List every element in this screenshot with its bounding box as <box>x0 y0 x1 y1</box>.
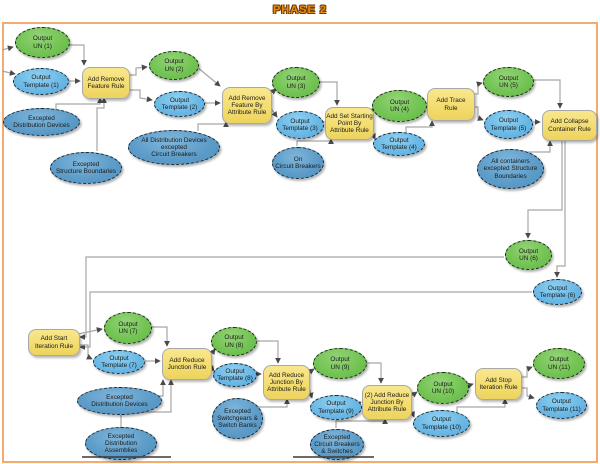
diagram-title: PHASE 2 <box>272 4 328 16</box>
node-label-output-un-9: Output UN (9) <box>330 356 350 371</box>
node-input-excepted-distribution-devices-2[interactable]: Excepted Distribution Devices <box>77 387 162 415</box>
node-input-excepted-switchgears[interactable]: Excepted Switchgears & Switch Banks <box>212 398 263 439</box>
node-label-rule-add-reduce-junction-by-attribute-2: (2) Add Reduce Junction By Attribute Rul… <box>364 391 410 414</box>
node-label-output-template-10: Output Template (10) <box>421 416 462 431</box>
node-rule-add-start-iteration[interactable]: Add Start Iteration Rule <box>28 329 80 356</box>
node-rule-add-remove-feature-by-attribute[interactable]: Add Remove Feature By Attribute Rule <box>222 87 272 124</box>
node-rule-add-remove-feature[interactable]: Add Remove Feature Rule <box>82 67 130 99</box>
node-output-template-11[interactable]: Output Template (11) <box>536 392 587 419</box>
node-label-input-excepted-structure-boundaries: Excepted Structure Boundaries <box>55 160 117 175</box>
node-output-un-11[interactable]: Output UN (11) <box>533 348 585 379</box>
node-rule-add-stop-iteration[interactable]: Add Stop Iteration Rule <box>475 368 522 400</box>
node-label-input-excepted-distribution-devices-1: Excepted Distribution Devices <box>13 114 70 129</box>
node-label-output-un-10: Output UN (10) <box>431 380 455 395</box>
node-output-template-1[interactable]: Output Template (1) <box>13 68 69 95</box>
node-label-rule-add-trace: Add Trace Rule <box>436 97 466 112</box>
node-label-output-un-7: Output UN (7) <box>118 320 138 335</box>
canvas-border <box>2 22 598 463</box>
node-output-template-10[interactable]: Output Template (10) <box>413 410 470 437</box>
node-rule-add-set-starting-point[interactable]: Add Set Starting Point By Attribute Rule <box>325 107 374 140</box>
node-label-output-template-8: Output Template (8) <box>217 367 253 382</box>
node-label-input-excepted-switchgears: Excepted Switchgears & Switch Banks <box>217 407 258 430</box>
node-label-output-un-8: Output UN (8) <box>224 334 244 349</box>
node-input-excepted-distribution-assemblies[interactable]: Excepted Distribution Assemblies <box>85 427 157 460</box>
node-output-un-7[interactable]: Output UN (7) <box>104 312 152 344</box>
node-label-output-un-1: Output UN (1) <box>32 35 53 50</box>
node-label-output-template-11: Output Template (11) <box>542 398 581 413</box>
node-output-un-2[interactable]: Output UN (2) <box>149 51 199 80</box>
node-output-un-4[interactable]: Output UN (4) <box>372 90 427 122</box>
node-output-un-1[interactable]: Output UN (1) <box>15 27 70 58</box>
node-label-rule-add-stop-iteration: Add Stop Iteration Rule <box>479 376 518 391</box>
node-output-template-9[interactable]: Output Template (9) <box>310 395 362 420</box>
node-output-template-6[interactable]: Output Template (6) <box>533 279 582 305</box>
node-label-output-template-3: Output Template (3) <box>282 117 318 132</box>
node-input-excepted-circuit-breakers[interactable]: Excepted Circuit Breakers & Switches <box>310 429 364 460</box>
node-label-input-excepted-circuit-breakers: Excepted Circuit Breakers & Switches <box>314 433 360 456</box>
node-output-un-5[interactable]: Output UN (5) <box>483 67 534 97</box>
node-label-rule-add-remove-feature-by-attribute: Add Remove Feature By Attribute Rule <box>227 94 267 117</box>
node-label-output-template-4: Output Template (4) <box>381 136 417 151</box>
node-output-un-6[interactable]: Output UN (6) <box>505 240 552 270</box>
node-input-excepted-distribution-devices-1[interactable]: Excepted Distribution Devices <box>3 108 80 136</box>
node-label-output-template-1: Output Template (1) <box>23 74 59 89</box>
node-output-un-8[interactable]: Output UN (8) <box>211 327 257 356</box>
node-input-on-circuit-breakers[interactable]: On Circuit Breakers <box>272 147 324 179</box>
node-output-template-2[interactable]: Output Template (2) <box>154 91 205 117</box>
node-label-output-template-9: Output Template (9) <box>318 400 354 415</box>
node-label-output-un-4: Output UN (4) <box>389 98 410 113</box>
node-label-output-un-5: Output UN (5) <box>498 74 519 89</box>
node-output-un-9[interactable]: Output UN (9) <box>313 348 367 379</box>
node-label-input-excepted-distribution-assemblies: Excepted Distribution Assemblies <box>104 432 138 455</box>
node-label-rule-add-reduce-junction: Add Reduce Junction Rule <box>167 356 207 371</box>
node-label-output-template-6: Output Template (6) <box>539 284 576 299</box>
node-input-all-containers[interactable]: All containers excepted Structure Bounda… <box>477 149 544 189</box>
node-output-template-7[interactable]: Output Template (7) <box>93 350 145 374</box>
node-label-output-un-11: Output UN (11) <box>548 356 570 371</box>
node-rule-add-reduce-junction[interactable]: Add Reduce Junction Rule <box>162 348 212 380</box>
node-label-input-excepted-distribution-devices-2: Excepted Distribution Devices <box>91 393 148 408</box>
node-label-input-on-circuit-breakers: On Circuit Breakers <box>275 155 321 170</box>
node-rule-add-collapse-container[interactable]: Add Collapse Container Rule <box>542 110 597 141</box>
node-output-un-10[interactable]: Output UN (10) <box>417 372 469 404</box>
node-label-rule-add-start-iteration: Add Start Iteration Rule <box>34 335 73 350</box>
node-label-rule-add-remove-feature: Add Remove Feature Rule <box>87 75 125 90</box>
node-label-output-un-2: Output UN (2) <box>164 58 184 73</box>
node-output-template-4[interactable]: Output Template (4) <box>373 132 425 156</box>
node-output-template-3[interactable]: Output Template (3) <box>276 111 324 139</box>
node-input-all-distribution-devices[interactable]: All Distribution Devices excepted Circui… <box>128 130 220 165</box>
node-rule-add-reduce-junction-by-attribute-2[interactable]: (2) Add Reduce Junction By Attribute Rul… <box>362 385 412 420</box>
node-label-output-un-6: Output UN (6) <box>518 247 539 262</box>
node-label-input-all-containers: All containers excepted Structure Bounda… <box>483 158 538 180</box>
node-label-output-template-5: Output Template (5) <box>490 117 527 132</box>
node-label-output-un-3: Output UN (3) <box>286 75 306 90</box>
node-label-output-template-7: Output Template (7) <box>101 354 137 369</box>
node-label-rule-add-set-starting-point: Add Set Starting Point By Attribute Rule <box>326 112 373 135</box>
node-rule-add-reduce-junction-by-attribute[interactable]: Add Reduce Junction By Attribute Rule <box>263 365 310 400</box>
node-rule-add-trace[interactable]: Add Trace Rule <box>427 88 475 121</box>
node-label-output-template-2: Output Template (2) <box>161 96 198 111</box>
node-output-un-3[interactable]: Output UN (3) <box>272 67 320 98</box>
node-label-rule-add-reduce-junction-by-attribute: Add Reduce Junction By Attribute Rule <box>267 371 306 394</box>
node-label-rule-add-collapse-container: Add Collapse Container Rule <box>548 118 591 133</box>
node-output-template-5[interactable]: Output Template (5) <box>484 110 533 139</box>
node-input-excepted-structure-boundaries[interactable]: Excepted Structure Boundaries <box>50 152 122 184</box>
node-output-template-8[interactable]: Output Template (8) <box>213 363 257 387</box>
node-label-input-all-distribution-devices: All Distribution Devices excepted Circui… <box>141 136 207 159</box>
